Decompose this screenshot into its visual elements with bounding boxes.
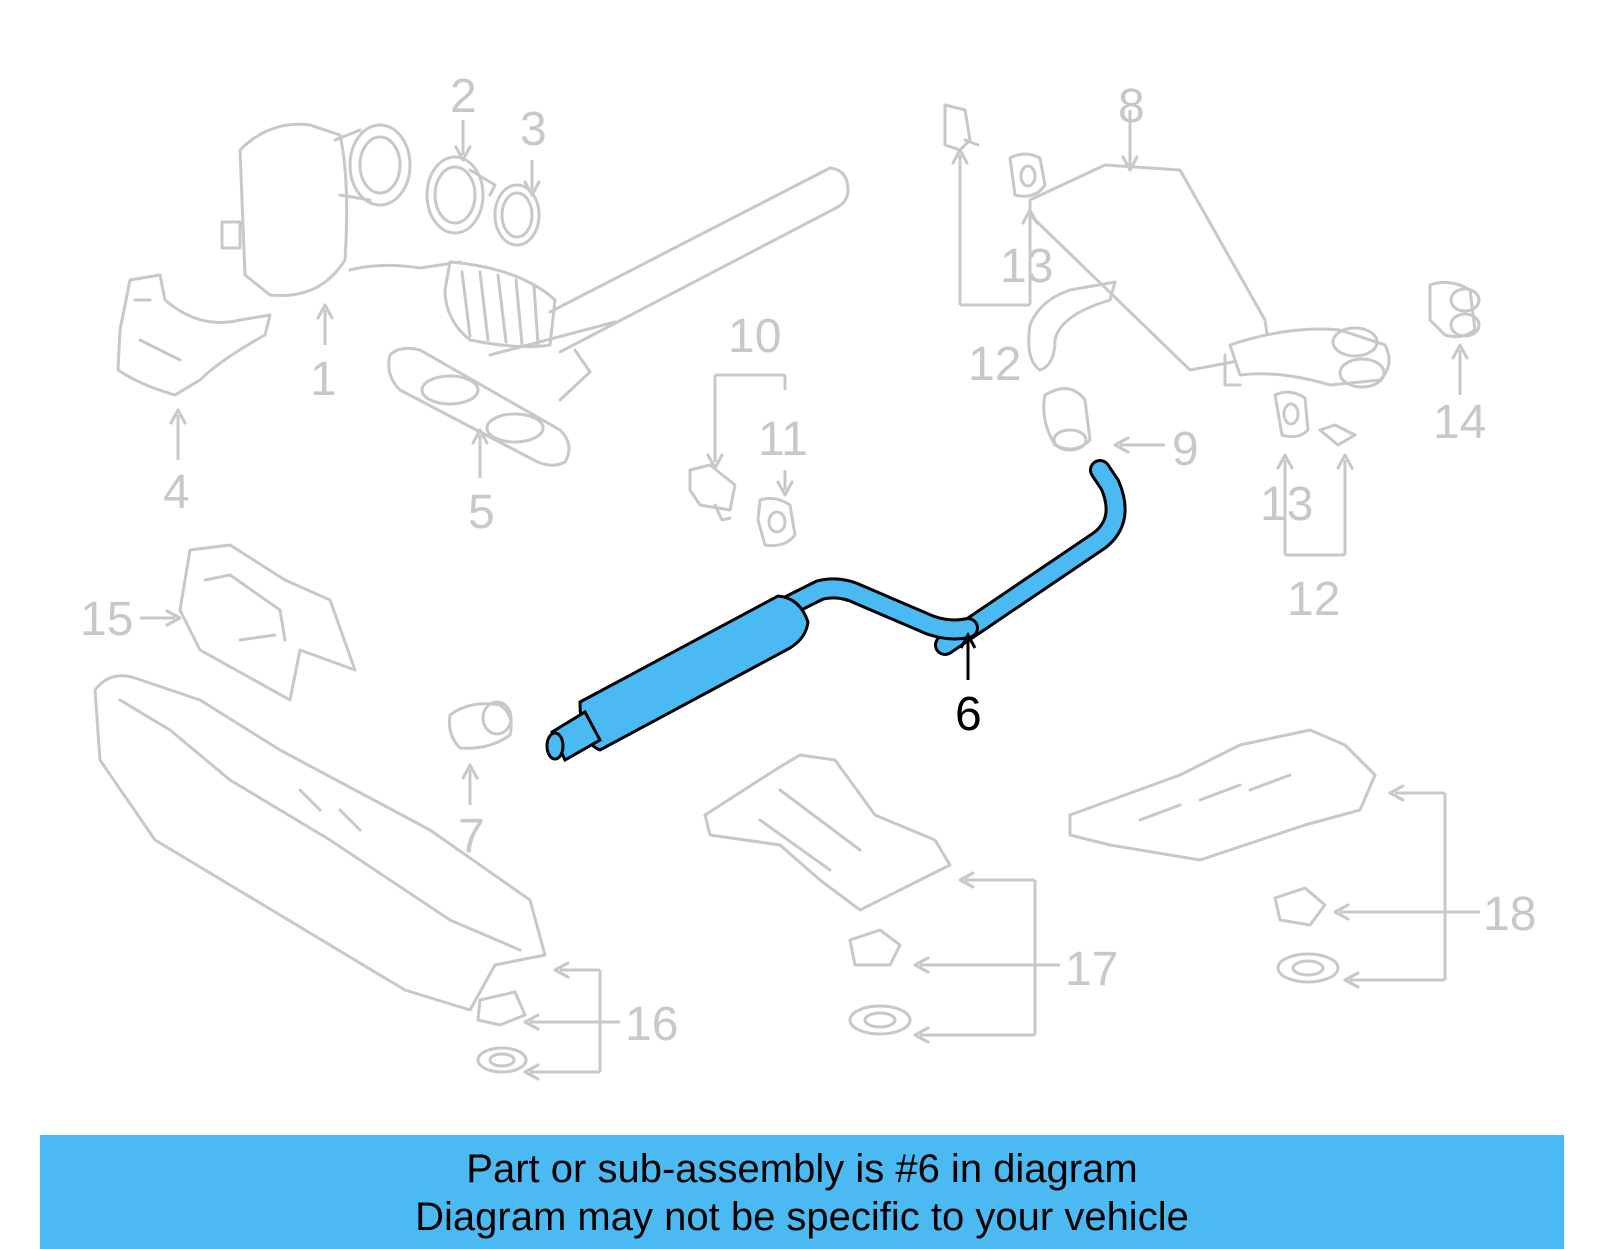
label-9: 9 <box>1172 423 1199 476</box>
label-10: 10 <box>728 310 781 363</box>
label-11: 11 <box>758 413 808 466</box>
part-4-bracket[interactable] <box>116 273 272 397</box>
label-17: 17 <box>1065 943 1118 996</box>
banner-line-1: Part or sub-assembly is #6 in diagram <box>466 1147 1138 1191</box>
part-13-mount-top[interactable] <box>1008 152 1047 198</box>
info-banner: Part or sub-assembly is #6 in diagram Di… <box>40 1135 1564 1249</box>
part-7-clamp[interactable] <box>448 700 513 750</box>
part-6-center-muffler[interactable] <box>545 459 1127 763</box>
label-16: 16 <box>625 998 678 1051</box>
label-14: 14 <box>1433 396 1486 449</box>
part-10-hanger[interactable] <box>688 463 737 522</box>
part-12-hanger-top[interactable] <box>943 103 980 152</box>
label-18: 18 <box>1483 888 1536 941</box>
banner-line-2: Diagram may not be specific to your vehi… <box>415 1195 1189 1239</box>
label-7: 7 <box>458 810 485 863</box>
part-17-center-shield[interactable] <box>703 753 952 1036</box>
part-8-rear-muffler[interactable] <box>1027 163 1391 389</box>
part-3-gasket-ring[interactable] <box>493 183 541 247</box>
part-12-hanger-bottom[interactable] <box>1318 423 1357 447</box>
label-15: 15 <box>80 593 133 646</box>
part-16-underbody-shield[interactable] <box>93 674 547 1074</box>
label-12-top: 12 <box>968 338 1021 391</box>
part-11-rubber-mount[interactable] <box>756 496 797 547</box>
label-13-bottom: 13 <box>1260 478 1313 531</box>
label-12-bottom: 12 <box>1287 573 1340 626</box>
leader-lines <box>140 110 1480 1081</box>
part-1-catalytic-converter[interactable] <box>220 122 850 402</box>
part-9-clamp[interactable] <box>1042 387 1092 452</box>
label-1: 1 <box>310 353 337 406</box>
part-5-gasket-plate[interactable] <box>387 346 571 467</box>
label-13-top: 13 <box>1000 240 1053 293</box>
label-8: 8 <box>1118 80 1145 133</box>
part-15-heat-shield[interactable] <box>178 543 357 702</box>
label-5: 5 <box>468 486 495 539</box>
label-2: 2 <box>450 70 477 123</box>
part-2-clamp[interactable] <box>425 155 497 235</box>
label-4: 4 <box>163 466 190 519</box>
part-18-right-shield[interactable] <box>1068 728 1377 984</box>
part-14-tail-tips[interactable] <box>1428 280 1481 339</box>
part-13-mount-bottom[interactable] <box>1273 390 1310 439</box>
label-6: 6 <box>955 688 982 741</box>
label-3: 3 <box>520 103 547 156</box>
